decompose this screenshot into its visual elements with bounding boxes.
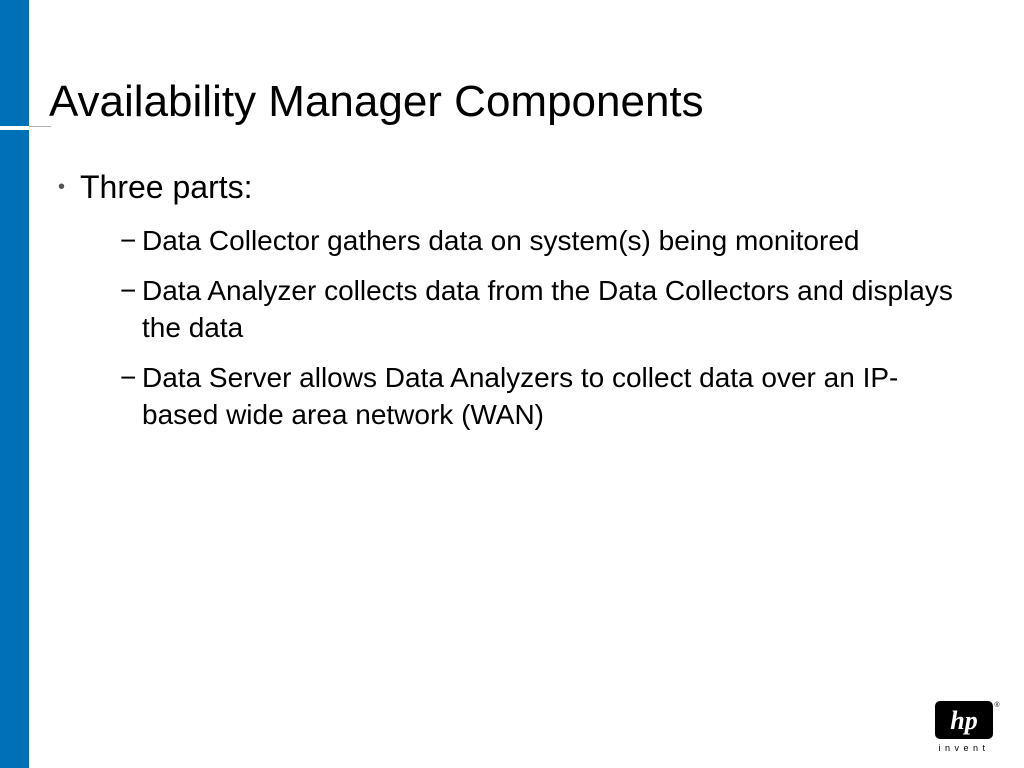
sub-bullet-text: Data Analyzer collects data from the Dat… [142, 275, 953, 343]
title-rule [29, 126, 51, 127]
hp-logo-box [935, 701, 993, 739]
slide-content: • Three parts: − Data Collector gathers … [58, 166, 958, 446]
sub-bullet-item: − Data Collector gathers data on system(… [120, 222, 962, 259]
sub-bullet-text: Data Server allows Data Analyzers to col… [142, 362, 899, 430]
sub-bullet-item: − Data Analyzer collects data from the D… [120, 272, 962, 346]
sub-bullet-item: − Data Server allows Data Analyzers to c… [120, 359, 962, 433]
dash-icon: − [120, 362, 137, 393]
hp-logo-mark: hp [950, 706, 977, 735]
bullet-item: • Three parts: [58, 166, 958, 208]
bullet-text: Three parts: [80, 169, 253, 205]
slide-title: Availability Manager Components [49, 77, 704, 126]
dash-icon: − [120, 225, 137, 256]
hp-logo-icon: hp ® invent [935, 701, 1000, 753]
left-accent-bar [0, 0, 29, 768]
dash-icon: − [120, 275, 137, 306]
sub-bullet-text: Data Collector gathers data on system(s)… [142, 225, 860, 256]
bullet-dot-icon: • [58, 176, 66, 198]
registered-mark: ® [994, 701, 1000, 709]
accent-bar-notch [0, 126, 29, 130]
hp-logo: hp ® invent [930, 698, 1000, 756]
hp-logo-tagline: invent [938, 743, 989, 753]
